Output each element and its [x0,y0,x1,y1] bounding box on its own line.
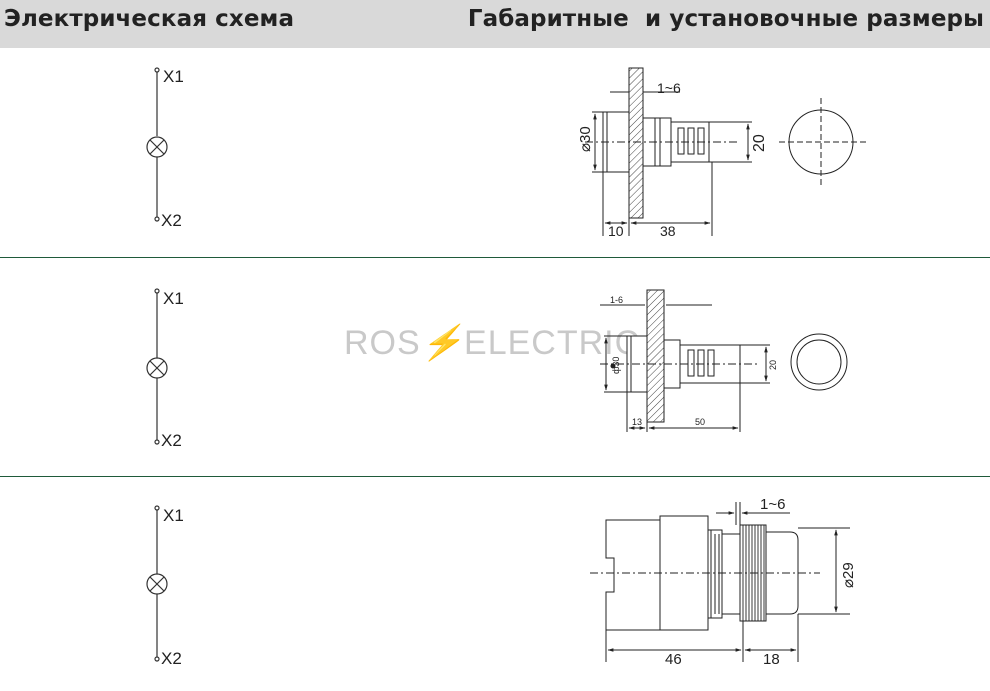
header-bar: Электрическая схема Габаритные и установ… [0,0,990,48]
terminal-x1-label: X1 [163,506,184,525]
depth-body-label: 50 [695,417,705,427]
mounting-panel [646,289,665,423]
schematic-2 [146,288,168,445]
height-label: 20 [751,134,768,152]
mounting-panel [628,67,644,219]
dimension-drawing-2 [600,289,848,432]
lamp-icon [146,573,168,595]
panel-thickness-label: 1~6 [760,496,785,513]
depth-body-label: 38 [660,223,676,239]
terminal-x2-label: X2 [161,649,182,668]
row-divider-2 [0,476,990,477]
lamp-icon [146,357,168,379]
watermark-ros: ROS [344,324,421,362]
dimension-drawing-1 [585,67,867,236]
schematic-3 [146,505,168,662]
watermark-electric: ELECTRIC [464,324,641,362]
panel-thickness-label: 1-6 [610,295,623,305]
dimensions-title: Габаритные и установочные размеры [467,6,984,32]
depth-cap-label: 18 [763,651,780,668]
depth-front-label: 13 [632,417,642,427]
depth-body-label: 46 [665,651,682,668]
row-divider-1 [0,257,990,258]
electrical-scheme-title: Электрическая схема [4,6,295,32]
dimension-drawing-3 [590,502,850,662]
watermark: ROS⚡ELECTRIC [344,323,640,363]
panel-thickness-label: 1~6 [657,80,681,96]
diameter-label: ⌀29 [840,562,857,588]
terminal-x2-label: X2 [161,211,182,230]
diameter-label: ⌀30 [577,126,594,152]
terminal-x1-label: X1 [163,289,184,308]
terminal-x1-label: X1 [163,67,184,86]
lamp-icon [146,136,168,158]
schematic-1 [146,67,168,222]
lightning-bolt-icon: ⚡ [420,324,465,362]
height-label: 20 [768,360,778,370]
diameter-label: ф30 [611,357,621,374]
terminal-x2-label: X2 [161,431,182,450]
depth-front-label: 10 [608,223,624,239]
